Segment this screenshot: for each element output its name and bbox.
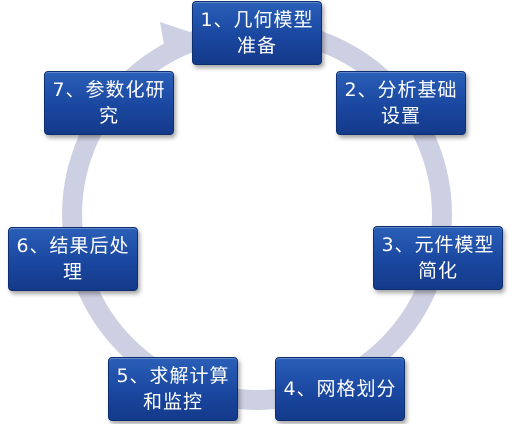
step-3-label: 3、元件模型 简化 xyxy=(381,234,495,282)
step-1-label: 1、几何模型 准备 xyxy=(200,9,314,57)
step-5-solve-and-monitor: 5、求解计算 和监控 xyxy=(108,357,238,421)
step-2-analysis-setup: 2、分析基础 设置 xyxy=(336,71,466,135)
cycle-arrowhead-icon xyxy=(160,22,196,56)
step-7-label: 7、参数化研 究 xyxy=(52,79,166,127)
step-4-label: 4、网格划分 xyxy=(283,378,397,400)
step-5-label: 5、求解计算 和监控 xyxy=(116,365,230,413)
step-2-label: 2、分析基础 设置 xyxy=(344,79,458,127)
step-6-post-processing: 6、结果后处 理 xyxy=(8,227,138,291)
step-4-meshing: 4、网格划分 xyxy=(275,357,405,421)
step-7-parametric-study: 7、参数化研 究 xyxy=(44,71,174,135)
step-6-label: 6、结果后处 理 xyxy=(16,235,130,283)
step-3-component-simplification: 3、元件模型 简化 xyxy=(373,226,503,290)
step-1-geometry-model-prep: 1、几何模型 准备 xyxy=(192,1,322,65)
